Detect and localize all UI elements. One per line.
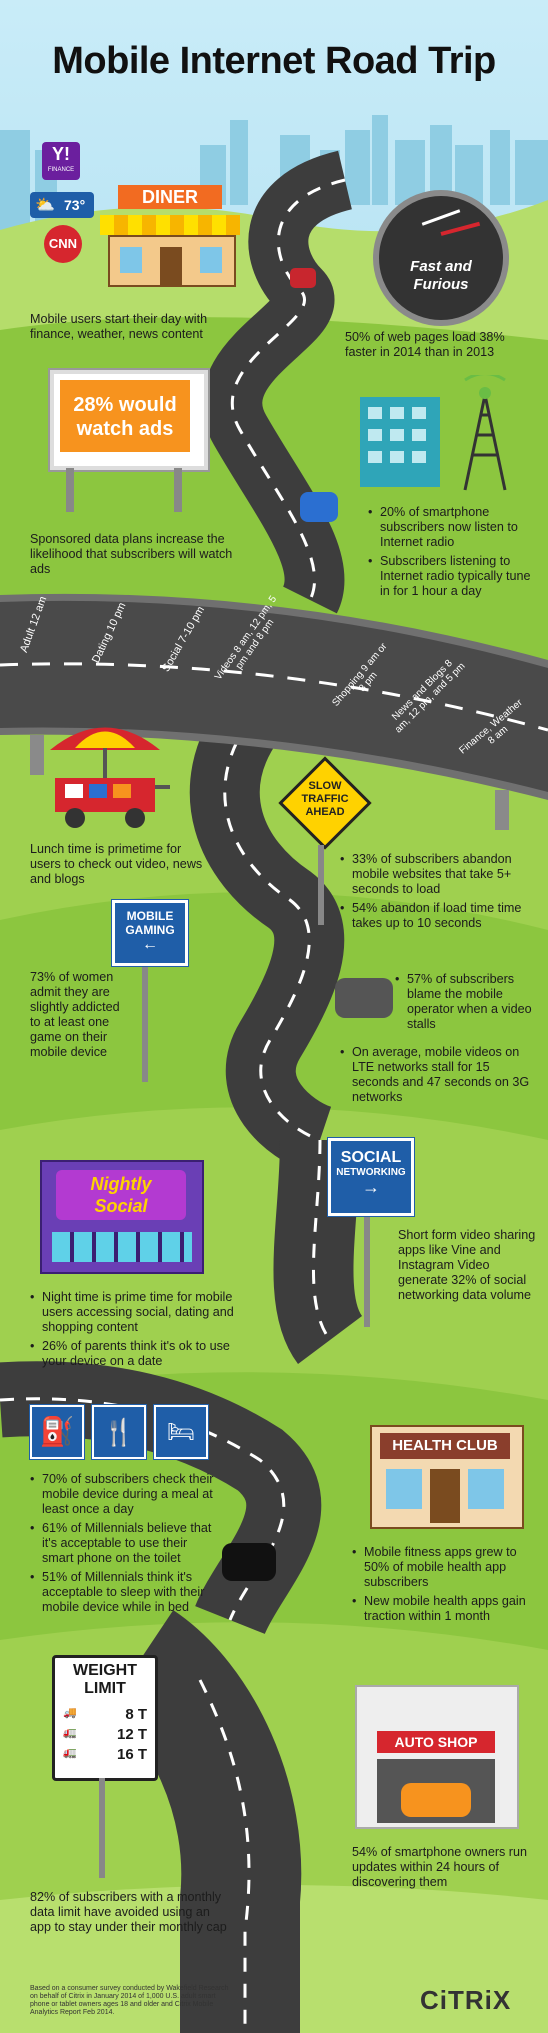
weight-text: 82% of subscribers with a monthly data l… — [30, 1890, 227, 1934]
fast-text: 50% of web pages load 38% faster in 2014… — [345, 330, 505, 359]
ads-billboard: 28% would watch ads — [50, 370, 208, 470]
ads-text: Sponsored data plans increase the likeli… — [30, 532, 233, 576]
orange-car-icon — [401, 1783, 471, 1817]
meal-bullet: 51% of Millennials think it's acceptable… — [30, 1570, 220, 1615]
slow-bullet: 54% abandon if load time time takes up t… — [340, 901, 530, 931]
neon-sign: Nightly Social — [56, 1170, 186, 1220]
stalled-car-icon — [332, 960, 392, 1020]
billboard-post-2 — [174, 468, 182, 512]
diner-awning — [100, 215, 240, 235]
nightly-bullet: Night time is prime time for mobile user… — [30, 1290, 240, 1335]
restaurant-icon: 🍴 — [92, 1405, 146, 1459]
health-list: Mobile fitness apps grew to 50% of mobil… — [352, 1545, 532, 1628]
cnn-badge: CNN — [44, 225, 82, 263]
social-text: Short form video sharing apps like Vine … — [398, 1228, 536, 1302]
nightly-bullet: 26% of parents think it's ok to use your… — [30, 1339, 240, 1369]
truck-icon: 🚚 — [63, 1707, 77, 1719]
sign-post — [99, 1778, 105, 1878]
lodging-bed-icon: 🛏 — [154, 1405, 208, 1459]
stall-list-2: On average, mobile videos on LTE network… — [340, 1045, 530, 1109]
fast-sign-line2: Furious — [413, 276, 469, 293]
citrix-logo: CiTRiX — [420, 1985, 512, 2015]
slow-traffic-text: SLOW TRAFFIC AHEAD — [301, 780, 349, 818]
radio-bullet: 20% of smartphone subscribers now listen… — [368, 505, 533, 550]
diner-building: DINER — [100, 185, 240, 287]
fast-sign-line1: Fast and — [410, 258, 472, 275]
food-cart-icon — [50, 727, 170, 828]
nightly-social-building: Nightly Social — [40, 1160, 204, 1274]
yahoo-finance-badge: Y! FINANCE — [42, 142, 80, 180]
truck-icon: 🚛 — [63, 1727, 77, 1739]
footnote: Based on a consumer survey conducted by … — [30, 1985, 229, 2016]
health-club-building: HEALTH CLUB — [370, 1425, 524, 1529]
right-arrow-icon: → — [362, 1177, 380, 1197]
morning-text: Mobile users start their day with financ… — [30, 312, 208, 341]
social-networking-sign: SOCIAL NETWORKING → — [328, 1138, 414, 1216]
radio-tower-icon — [360, 375, 507, 491]
nightly-list: Night time is prime time for mobile user… — [30, 1290, 240, 1373]
meal-bullet: 61% of Millennials believe that it's acc… — [30, 1521, 220, 1566]
weight-limit-sign: WEIGHT LIMIT 🚚8 T 🚛12 T 🚛16 T — [52, 1655, 158, 1781]
health-bullet: New mobile health apps gain traction wit… — [352, 1594, 532, 1624]
diner-wall — [108, 235, 236, 287]
slow-list: 33% of subscribers abandon mobile websit… — [340, 852, 530, 935]
truck-icon: 🚛 — [63, 1747, 77, 1759]
radio-bullet: Subscribers listening to Internet radio … — [368, 554, 533, 599]
sun-cloud-icon: ⛅ — [35, 197, 55, 214]
slow-bullet: 33% of subscribers abandon mobile websit… — [340, 852, 530, 897]
gas-station-icon: ⛽ — [30, 1405, 84, 1459]
sign-post — [318, 845, 324, 925]
health-bullet: Mobile fitness apps grew to 50% of mobil… — [352, 1545, 532, 1590]
speedometer-icon: Fast and Furious — [373, 190, 509, 326]
mobile-gaming-sign: MOBILE GAMING ← — [112, 900, 188, 966]
stall-list: 57% of subscribers blame the mobile oper… — [395, 972, 535, 1036]
sign-post — [364, 1217, 370, 1327]
meal-list: 70% of subscribers check their mobile de… — [30, 1472, 220, 1619]
left-arrow-icon: ← — [142, 936, 158, 953]
diner-sign: DINER — [118, 185, 222, 209]
lunch-text: Lunch time is primetime for users to che… — [30, 842, 203, 886]
page-title: Mobile Internet Road Trip — [52, 40, 496, 82]
stall-bullet: 57% of subscribers blame the mobile oper… — [395, 972, 535, 1032]
sign-post — [142, 967, 148, 1082]
needle — [440, 221, 481, 236]
radio-list: 20% of smartphone subscribers now listen… — [368, 505, 533, 603]
billboard-posts — [66, 468, 74, 512]
meal-bullet: 70% of subscribers check their mobile de… — [30, 1472, 220, 1517]
stall-bullet: On average, mobile videos on LTE network… — [340, 1045, 530, 1105]
auto-shop-building: AUTO SHOP — [355, 1685, 519, 1829]
auto-text: 54% of smartphone owners run updates wit… — [352, 1845, 528, 1889]
gaming-text: 73% of women admit they are slightly add… — [30, 970, 120, 1059]
weather-badge: ⛅ 73° — [30, 192, 94, 218]
